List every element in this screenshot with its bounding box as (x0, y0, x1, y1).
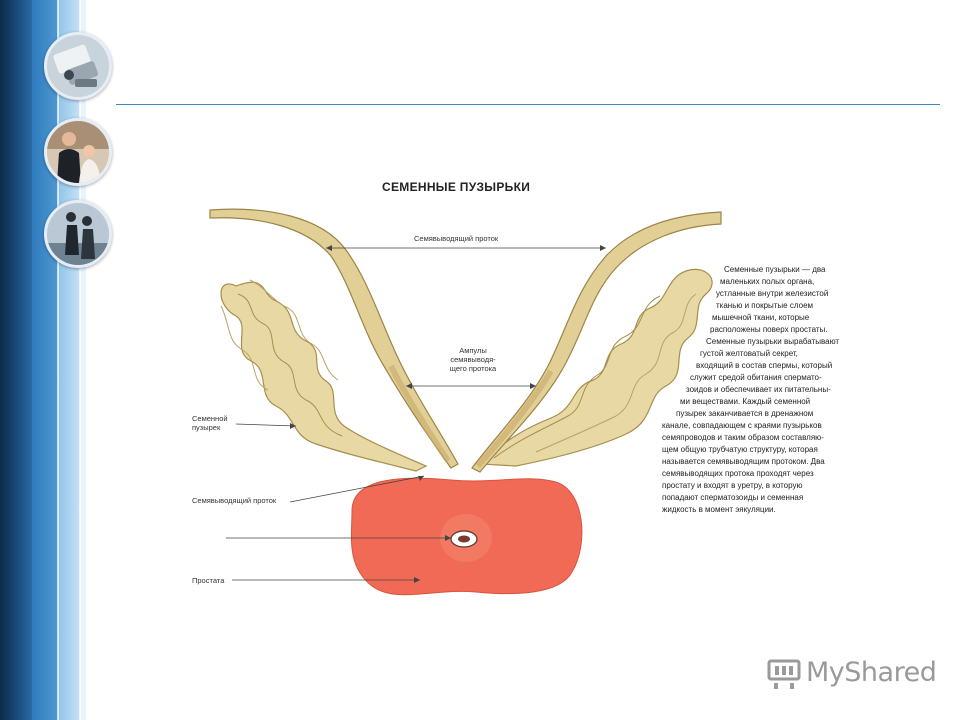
description-text: Семенные пузырьки — два маленьких полых о… (660, 264, 896, 516)
bar-stripe (79, 0, 81, 720)
description-line: входящий в состав спермы, который (696, 361, 833, 370)
bar-light-segment (58, 0, 80, 720)
bar-white-segment (80, 0, 86, 720)
label-prostate: Простата (192, 576, 225, 585)
description-line: попадают сперматозоиды и семенная (662, 493, 804, 502)
description-line: жидкость в момент эякуляции. (662, 505, 776, 514)
business-people-photo-icon (44, 118, 112, 186)
label-seminal-vesicle-line: Семенной (192, 414, 228, 423)
description-line: простату и входят в уретру, в которую (662, 481, 803, 490)
label-ampulla-line: семявыводя- (450, 355, 496, 364)
description-line: семяпроводов и таким образом составляю- (662, 433, 824, 442)
description-line: называется семявыводящим протоком. Два (662, 457, 825, 466)
leader-line-vesicle (235, 423, 297, 427)
description-line: семявыводящих протока проходят через (662, 469, 814, 478)
description-line: служит средой обитания спермато- (690, 373, 822, 382)
description-line: зоидов и обеспечивает их питательны- (686, 385, 831, 394)
description-line: мышечной ткани, которые (712, 313, 810, 322)
seminal-vesicles-figure: СЕМЕННЫЕ ПУЗЫРЬКИ Семявыводящий проток А… (176, 176, 896, 616)
myshared-logo-icon (767, 659, 801, 689)
description-line: канале, совпадающем с краями пузырьков (662, 421, 822, 430)
description-line: расположены поверх простаты. (710, 325, 828, 334)
left-seminal-vesicle (220, 279, 428, 472)
bar-mid-segment (32, 0, 58, 720)
label-ampulla-line: Ампулы (459, 346, 487, 355)
leader-line-ejaculatory-duct (289, 475, 425, 503)
label-vas-deferens: Семявыводящий проток (414, 234, 499, 243)
description-line: устланные внутри железистой (716, 289, 829, 298)
left-decorative-bar (0, 0, 112, 720)
bar-dark-segment (0, 0, 32, 720)
description-line: маленьких полых органа, (720, 277, 815, 286)
label-seminal-vesicle: Семенной пузырек (192, 414, 228, 432)
urethra-lumen (458, 535, 470, 543)
computer-equipment-photo-icon (44, 32, 112, 100)
right-vas-deferens (471, 211, 722, 473)
description-line: пузырек заканчивается в дренажном (676, 409, 814, 418)
anatomy-diagram (209, 208, 722, 596)
right-seminal-vesicle (479, 268, 713, 467)
description-line: Семенные пузырьки — два (724, 265, 826, 274)
walking-people-photo-icon (44, 200, 112, 268)
header-divider-line (116, 104, 940, 105)
description-line: ми веществами. Каждый семенной (680, 397, 811, 406)
label-ejaculatory-duct: Семявыводящий проток (192, 496, 277, 505)
label-ampulla-line: щего протока (449, 364, 497, 373)
label-ampulla: Ампулы семявыводя- щего протока (438, 346, 508, 373)
figure-title: СЕМЕННЫЕ ПУЗЫРЬКИ (382, 180, 531, 194)
watermark-text: MyShared (806, 657, 937, 688)
label-seminal-vesicle-line: пузырек (192, 423, 221, 432)
description-line: Семенные пузырьки вырабатывают (706, 337, 840, 346)
bar-stripe (57, 0, 59, 720)
myshared-watermark: MyShared (766, 655, 937, 695)
description-line: густой желтоватый секрет, (700, 349, 798, 358)
description-line: тканью и покрытые слоем (716, 301, 814, 310)
description-line: щем общую трубчатую структуру, которая (662, 445, 818, 454)
